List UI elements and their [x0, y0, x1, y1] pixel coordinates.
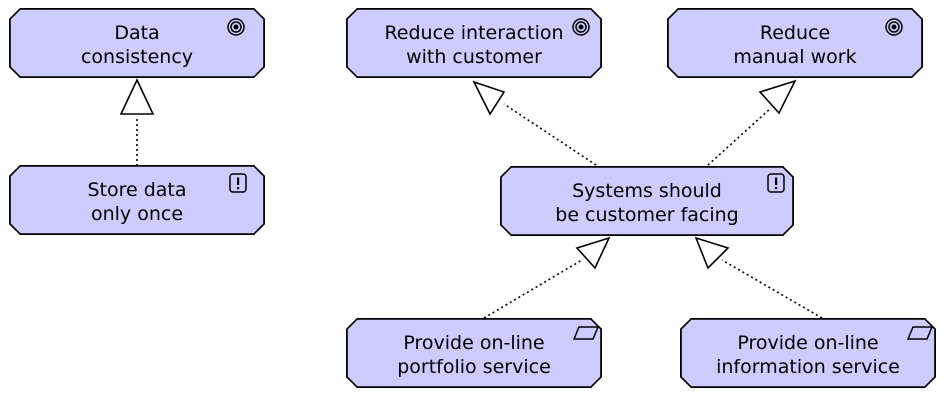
arrowhead-triangle [119, 78, 155, 115]
goal-icon [884, 17, 904, 37]
arrowhead-triangle [694, 236, 730, 270]
element-label: Systems should be customer facing [555, 180, 739, 226]
element-label: Reduce interaction with customer [384, 22, 564, 68]
realization-information-to-facing[interactable] [721, 259, 823, 319]
requirement-information-service[interactable]: Provide on-line information service [680, 318, 936, 388]
arrowhead-triangle [758, 79, 797, 115]
realization-facing-to-manual[interactable] [707, 107, 772, 166]
realization-portfolio-to-facing[interactable] [483, 259, 583, 319]
requirement-icon [573, 326, 599, 340]
principle-icon [767, 173, 785, 193]
realization-facing-to-interaction[interactable] [503, 103, 597, 166]
element-label: Provide on-line portfolio service [397, 332, 551, 378]
principle-icon [229, 173, 247, 193]
goal-data-consistency[interactable]: Data consistency [9, 8, 265, 78]
requirement-portfolio-service[interactable]: Provide on-line portfolio service [346, 318, 602, 388]
goal-icon [571, 17, 591, 37]
principle-customer-facing[interactable]: Systems should be customer facing [500, 166, 794, 236]
arrowhead-triangle [575, 236, 611, 270]
element-label: Provide on-line information service [716, 332, 900, 378]
goal-reduce-interaction[interactable]: Reduce interaction with customer [346, 8, 602, 78]
element-label: Store data only once [87, 179, 187, 225]
requirement-icon [907, 326, 933, 340]
goal-icon [226, 17, 246, 37]
arrowhead-triangle [472, 80, 506, 116]
goal-reduce-manual-work[interactable]: Reduce manual work [667, 8, 923, 78]
principle-store-data[interactable]: Store data only once [9, 165, 265, 235]
